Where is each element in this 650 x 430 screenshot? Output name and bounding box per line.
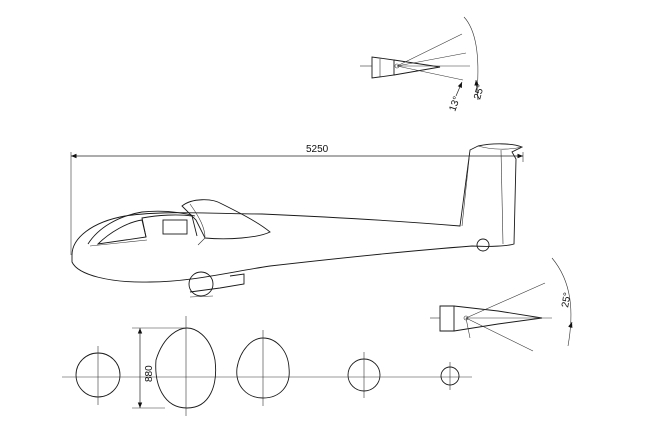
height-dimension-label: 880	[144, 365, 155, 382]
rudder-deflection-detail	[430, 257, 573, 352]
length-dimension-label: 5250	[306, 144, 329, 155]
glider-side-view	[71, 143, 524, 298]
rudder-angle-label: 25°	[560, 292, 573, 309]
length-dimension-line	[70, 152, 524, 255]
elevator-up-angle-label: 13°	[447, 95, 463, 113]
fuselage-cross-sections	[62, 316, 472, 416]
height-dimension-line	[132, 327, 187, 409]
elevator-deflection-detail	[360, 16, 479, 101]
elevator-down-angle-label: 25°	[472, 83, 487, 100]
